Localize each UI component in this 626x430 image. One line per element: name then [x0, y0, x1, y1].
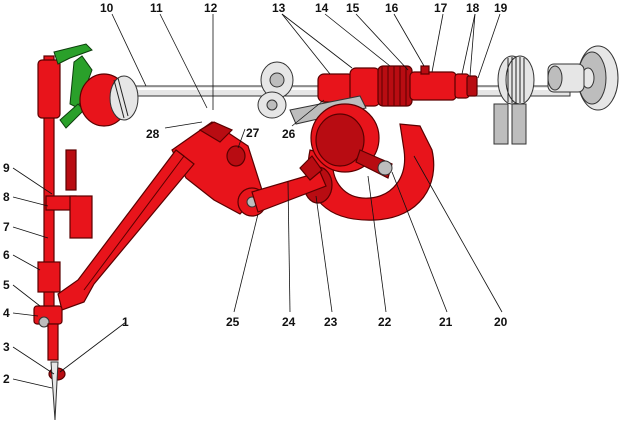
take-up-cam — [79, 73, 139, 127]
callout-28: 28 — [146, 127, 160, 141]
callout-3: 3 — [3, 340, 10, 354]
callout-20: 20 — [494, 315, 508, 329]
callout-4: 4 — [3, 306, 10, 320]
callout-19: 19 — [494, 1, 508, 15]
callout-16: 16 — [385, 1, 399, 15]
callout-22: 22 — [378, 315, 392, 329]
diagonal-link-arm — [57, 149, 195, 311]
callout-23: 23 — [324, 315, 338, 329]
handwheel-pulley — [547, 45, 619, 111]
belt-pulley — [493, 55, 535, 145]
callout-15: 15 — [346, 1, 360, 15]
callout-8: 8 — [3, 190, 10, 204]
shaft-red-assembly — [317, 65, 478, 107]
needle-bar — [33, 55, 93, 421]
callout-18: 18 — [466, 1, 480, 15]
cam-housing — [303, 103, 435, 221]
callout-13: 13 — [272, 1, 286, 15]
thread-take-up-lever — [53, 43, 93, 129]
callout-21: 21 — [439, 315, 453, 329]
callout-11: 11 — [150, 1, 163, 15]
callout-9: 9 — [3, 161, 10, 175]
leader-lines — [12, 13, 503, 389]
rear-bearing — [257, 61, 294, 119]
callout-26: 26 — [282, 127, 296, 141]
callout-10: 10 — [100, 1, 114, 15]
callout-1: 1 — [122, 315, 129, 329]
callout-27: 27 — [246, 126, 260, 140]
callout-14: 14 — [315, 1, 329, 15]
callout-5: 5 — [3, 278, 10, 292]
callout-6: 6 — [3, 248, 10, 262]
callout-17: 17 — [434, 1, 448, 15]
callout-labels: 1 2 3 4 5 6 7 8 9 10 11 12 13 14 15 16 1… — [3, 1, 508, 386]
callout-7: 7 — [3, 220, 10, 234]
callout-24: 24 — [282, 315, 296, 329]
callout-2: 2 — [3, 372, 10, 386]
callout-12: 12 — [204, 1, 218, 15]
callout-25: 25 — [226, 315, 240, 329]
